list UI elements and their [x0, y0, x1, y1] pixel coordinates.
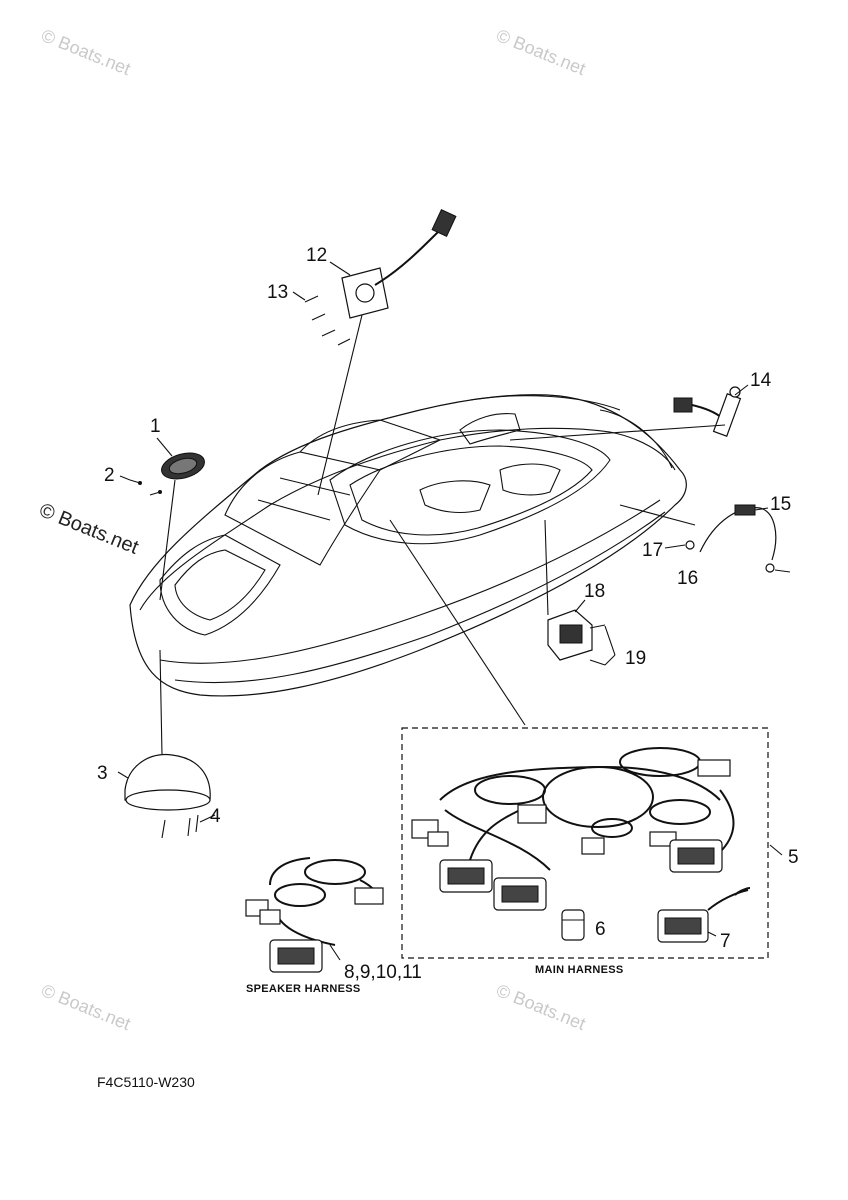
callout-8-11: 8,9,10,11 — [344, 962, 422, 983]
part-8-11-speaker-harness — [245, 857, 384, 973]
part-7-connector — [657, 889, 749, 943]
boat-hull-drawing — [129, 394, 687, 697]
callout-12: 12 — [306, 245, 327, 266]
watermark-top-right: © Boats.net — [494, 25, 589, 79]
callout-7: 7 — [720, 931, 731, 952]
callout-2: 2 — [104, 465, 115, 486]
watermark-bottom-left: © Boats.net — [39, 980, 134, 1034]
part-19-screws — [589, 624, 606, 666]
callout-16: 16 — [677, 568, 698, 589]
callout-15: 15 — [770, 494, 791, 515]
part-5-main-harness — [411, 747, 751, 911]
part-2-screws — [129, 479, 162, 496]
part-1-speaker — [161, 452, 205, 480]
speaker-harness-caption: SPEAKER HARNESS — [246, 983, 361, 995]
part-16-17-fasteners — [685, 540, 791, 573]
callout-18: 18 — [584, 581, 605, 602]
main-harness-box — [401, 727, 769, 959]
watermark-top-left: © Boats.net — [39, 25, 134, 79]
callout-19: 19 — [625, 648, 646, 669]
callout-3: 3 — [97, 763, 108, 784]
part-13-screws — [304, 295, 351, 346]
callout-6: 6 — [595, 919, 606, 940]
part-6-connector-cap — [561, 909, 585, 941]
callout-4: 4 — [210, 806, 221, 827]
part-12-cable-gland — [341, 208, 457, 319]
callout-14: 14 — [750, 370, 772, 391]
part-14-sensor — [673, 386, 742, 437]
callout-numbers: 1 2 3 4 5 6 7 8,9,10,11 12 13 14 15 16 1… — [97, 245, 799, 983]
watermark-bottom-right: © Boats.net — [494, 980, 589, 1034]
leader-lines — [117, 261, 783, 961]
diagram-code: F4C5110-W230 — [97, 1074, 195, 1090]
part-4-screws — [161, 814, 199, 839]
callout-13: 13 — [267, 282, 288, 303]
part-3-light-dome — [124, 753, 211, 811]
watermark-left-middle: © Boats.net — [36, 499, 142, 559]
callout-1: 1 — [150, 416, 161, 437]
callout-17: 17 — [642, 540, 663, 561]
part-15-bracket — [699, 504, 777, 561]
part-18-switch — [547, 609, 593, 661]
callout-5: 5 — [788, 847, 799, 868]
main-harness-caption: MAIN HARNESS — [535, 964, 624, 976]
